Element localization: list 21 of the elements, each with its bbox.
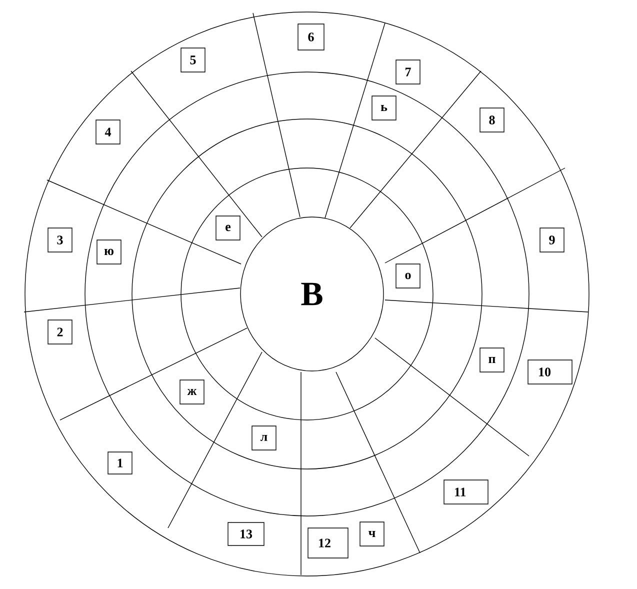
label-box: 1: [108, 452, 132, 474]
label-box: 6: [298, 24, 324, 50]
label-box: ь: [372, 96, 396, 120]
label-box: 9: [540, 228, 564, 252]
label-box: е: [216, 216, 240, 240]
label-box: п: [480, 348, 504, 372]
label-box: ж: [180, 380, 204, 404]
label-box: о: [396, 264, 420, 288]
label-box: 2: [48, 320, 72, 344]
label-box: ю: [96, 240, 122, 264]
label-box: л: [252, 426, 276, 450]
label-box: ч: [360, 522, 384, 546]
label-box: 7: [396, 60, 420, 84]
label-box: 4: [96, 120, 120, 144]
label-box: 12: [308, 528, 348, 558]
label-box: 11: [444, 480, 488, 504]
label-box: 8: [480, 108, 504, 132]
label-box: 5: [180, 48, 206, 72]
label-box: 3: [48, 228, 72, 252]
label-box: 10: [528, 360, 572, 384]
label-box: 13: [228, 522, 264, 546]
